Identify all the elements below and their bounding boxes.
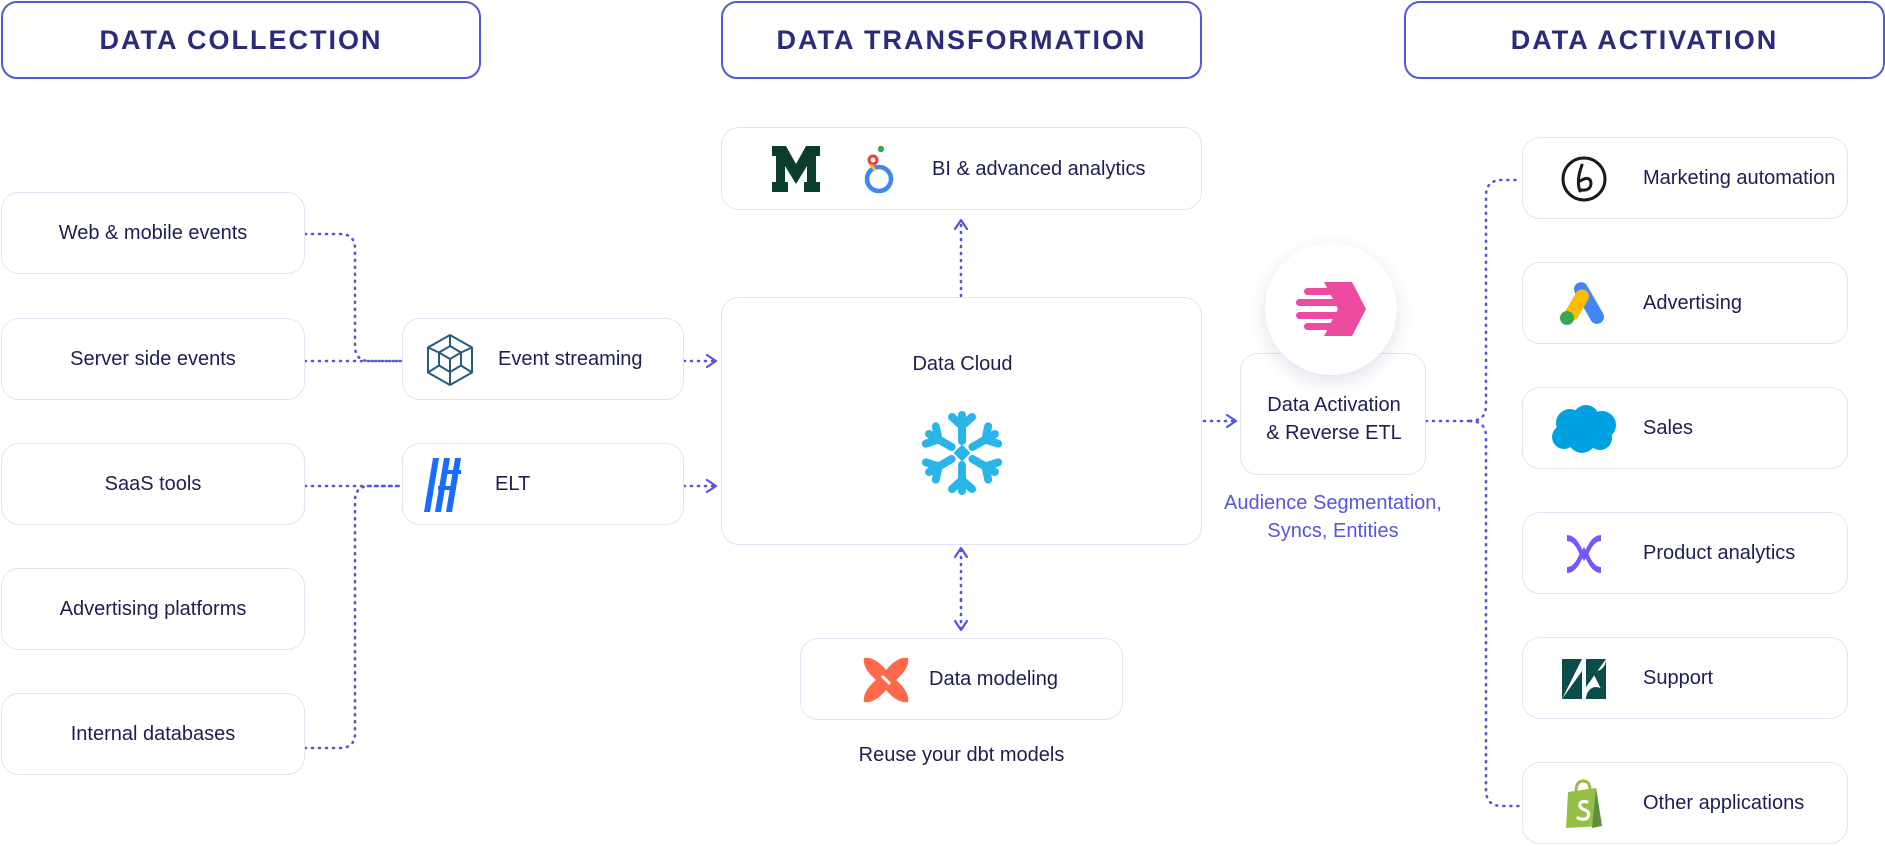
hightouch-icon (1293, 279, 1369, 339)
m-logo-icon (770, 144, 822, 194)
dbt-icon (859, 653, 913, 707)
source-label: SaaS tools (104, 472, 202, 495)
source-label: Web & mobile events (58, 221, 248, 244)
braze-icon (1559, 154, 1609, 204)
event-streaming-label: Event streaming (498, 348, 643, 370)
salesforce-cloud-icon (1547, 402, 1619, 456)
zendesk-icon (1559, 656, 1609, 702)
google-ads-icon (1557, 279, 1611, 329)
source-label: Advertising platforms (59, 597, 247, 620)
source-advertising-platforms[interactable]: Advertising platforms (1, 568, 305, 650)
source-internal-databases[interactable]: Internal databases (1, 693, 305, 775)
snowflake-icon (917, 408, 1007, 498)
shopify-bag-icon (1561, 777, 1607, 831)
hexagon-cube-icon (421, 331, 479, 389)
hub-label-line1: Data Activation (1267, 394, 1401, 416)
bi-label: BI & advanced analytics (932, 158, 1146, 180)
destination-marketing-automation[interactable]: Marketing automation (1522, 137, 1848, 219)
elt-stripes-icon (421, 454, 465, 516)
elt-label: ELT (495, 473, 531, 495)
hub-label-line2: & Reverse ETL (1266, 422, 1402, 444)
looker-icon (860, 142, 898, 198)
destination-label: Support (1643, 667, 1714, 689)
data-cloud-box[interactable]: Data Cloud (721, 297, 1202, 545)
hub-logo-circle (1265, 243, 1397, 375)
destination-label: Advertising (1643, 292, 1742, 314)
data-modeling-label: Data modeling (929, 668, 1058, 690)
destination-support[interactable]: Support (1522, 637, 1848, 719)
modeling-caption: Reuse your dbt models (858, 744, 1065, 766)
destination-label: Sales (1643, 417, 1694, 439)
destination-label: Product analytics (1643, 542, 1796, 564)
source-label: Server side events (70, 347, 236, 370)
destination-other-applications[interactable]: Other applications (1522, 762, 1848, 844)
data-modeling-box[interactable]: Data modeling (800, 638, 1123, 720)
destination-label: Other applications (1643, 792, 1805, 814)
source-label: Internal databases (70, 722, 236, 745)
bi-analytics-box[interactable]: BI & advanced analytics (721, 127, 1202, 210)
hub-caption-line2: Syncs, Entities (1267, 520, 1399, 542)
destination-sales[interactable]: Sales (1522, 387, 1848, 469)
header-data-transformation: DATA TRANSFORMATION (721, 1, 1202, 79)
destination-label: Marketing automation (1643, 167, 1836, 189)
hub-caption-line1: Audience Segmentation, (1224, 492, 1442, 514)
destination-product-analytics[interactable]: Product analytics (1522, 512, 1848, 594)
event-streaming-box[interactable]: Event streaming (402, 318, 684, 400)
header-data-collection: DATA COLLECTION (1, 1, 481, 79)
destination-advertising[interactable]: Advertising (1522, 262, 1848, 344)
elt-box[interactable]: ELT (402, 443, 684, 525)
source-web-mobile-events[interactable]: Web & mobile events (1, 192, 305, 274)
header-data-activation: DATA ACTIVATION (1404, 1, 1885, 79)
mixpanel-x-icon (1559, 529, 1609, 579)
source-saas-tools[interactable]: SaaS tools (1, 443, 305, 525)
source-server-side-events[interactable]: Server side events (1, 318, 305, 400)
data-cloud-label: Data Cloud (912, 353, 1013, 375)
